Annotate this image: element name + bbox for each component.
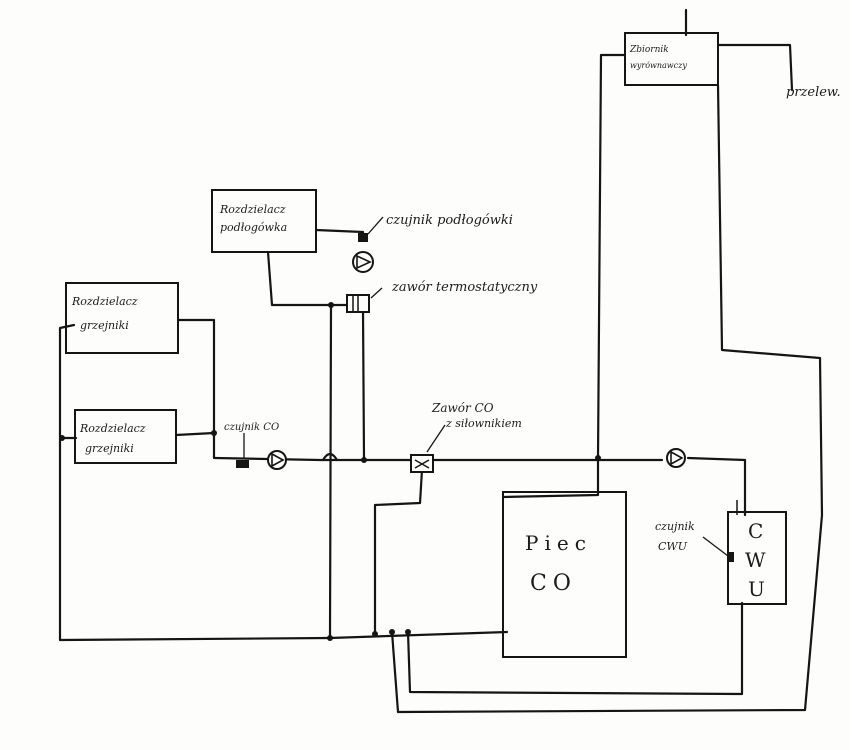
radiator-left-pipe bbox=[58, 323, 332, 642]
boiler-label-1: Piec bbox=[525, 531, 592, 555]
floor-return-pipe bbox=[266, 250, 349, 307]
floor-distributor-box bbox=[211, 189, 317, 253]
expansion-tank-box bbox=[624, 32, 719, 86]
co-sensor-icon bbox=[236, 460, 249, 468]
co-valve-actuator-icon bbox=[410, 454, 434, 473]
boiler-label-2: CO bbox=[530, 571, 577, 596]
thermostatic-valve-icon bbox=[346, 294, 370, 313]
co-valve-bypass-pipe bbox=[373, 468, 424, 636]
header-to-cwu-pipe bbox=[686, 456, 747, 517]
thermostatic-valve-leader bbox=[370, 287, 383, 299]
boiler-supply-pipe bbox=[501, 458, 600, 499]
radiator-distributor-top-box bbox=[65, 282, 179, 354]
co-valve-label-1: Zawór CO bbox=[431, 401, 494, 415]
tank-feed-pipe bbox=[596, 53, 627, 460]
floor-distributor-label-1: Rozdzielacz bbox=[219, 203, 286, 216]
radiator-supply-pipe bbox=[176, 318, 216, 460]
floor-sensor-icon bbox=[358, 233, 368, 242]
tank-return-pipe bbox=[390, 83, 824, 714]
co-pump-icon bbox=[267, 450, 287, 470]
floor-drop-pipe bbox=[328, 303, 333, 640]
bottom-return-pipe bbox=[328, 630, 509, 640]
radiator-distributor-bottom-label-2: grzejniki bbox=[85, 442, 134, 455]
floor-riser-pipe bbox=[361, 308, 366, 460]
overflow-pipe bbox=[716, 43, 794, 92]
co-valve-leader bbox=[426, 424, 446, 453]
cwu-label-2: W bbox=[745, 548, 772, 572]
cwu-sensor-label-2: CWU bbox=[658, 540, 688, 553]
thermostatic-valve-label: zawór termostatyczny bbox=[391, 280, 538, 295]
co-sensor-label: czujnik CO bbox=[224, 422, 279, 433]
floor-supply-pipe bbox=[314, 228, 365, 243]
cwu-return-pipe bbox=[406, 601, 744, 696]
co-valve-label-2: z siłownikiem bbox=[445, 417, 522, 430]
cwu-sensor-leader bbox=[702, 536, 729, 557]
cwu-sensor-label-1: czujnik bbox=[655, 520, 695, 533]
overflow-label: przelew. bbox=[786, 85, 841, 100]
cwu-pump-icon bbox=[666, 448, 686, 468]
radiator-distributor-top-label-2: grzejniki bbox=[80, 319, 129, 332]
pipes bbox=[58, 8, 824, 714]
cwu-label-3: U bbox=[748, 577, 771, 601]
expansion-tank-label-1: Zbiornik bbox=[629, 45, 669, 55]
main-header-pipe bbox=[213, 456, 664, 462]
boiler-box bbox=[502, 491, 627, 658]
floor-sensor-leader bbox=[367, 216, 384, 235]
expansion-tank-label-2: wyrównawczy bbox=[630, 61, 687, 70]
floor-distributor-label-2: podłogówka bbox=[220, 221, 287, 234]
cwu-sensor-icon bbox=[728, 552, 734, 562]
pipe-crossover bbox=[321, 452, 339, 462]
radiator-distributor-bottom-label-1: Rozdzielacz bbox=[79, 422, 146, 435]
radiator-distributor-top-label-1: Rozdzielacz bbox=[71, 295, 138, 308]
junction-dots bbox=[59, 302, 601, 641]
radiator-distributor-bottom-box bbox=[74, 409, 177, 464]
floor-sensor-label: czujnik podłogówki bbox=[386, 213, 513, 228]
floor-pump-icon bbox=[352, 251, 374, 273]
cwu-label-1: C bbox=[748, 519, 769, 543]
